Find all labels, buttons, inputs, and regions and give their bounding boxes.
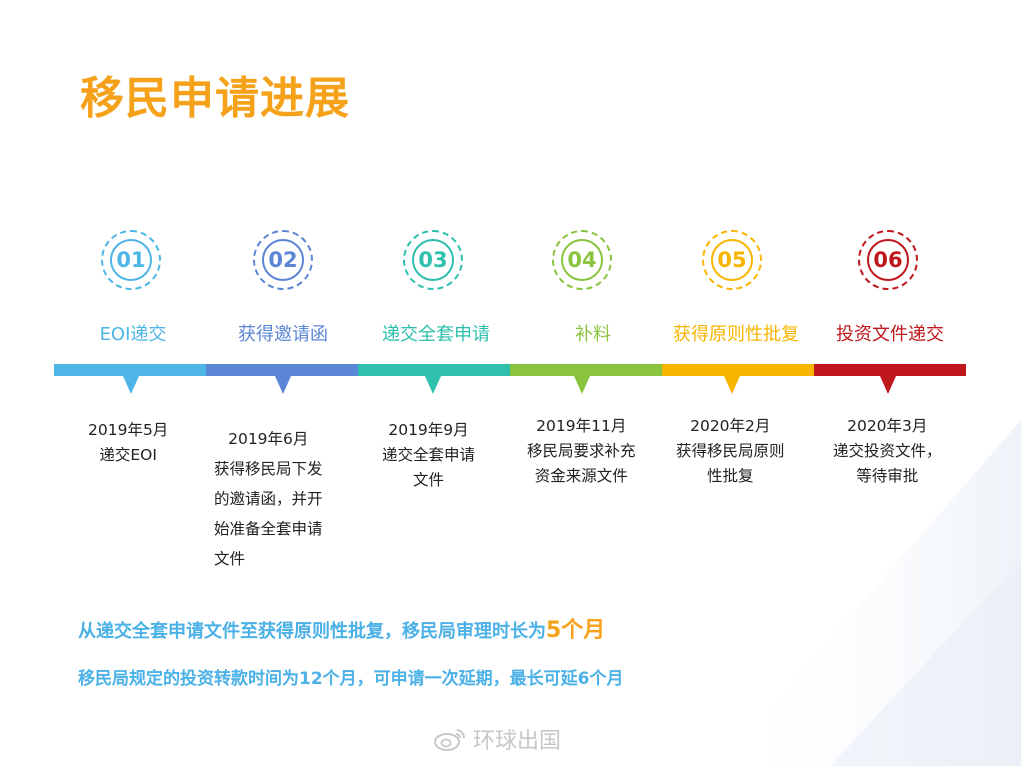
timeline-segment-03 (358, 364, 510, 376)
timeline-segment-05 (662, 364, 814, 376)
step-label: 补料 (575, 324, 611, 345)
step-badge-06: 06 (858, 230, 918, 290)
description-line: 的邀请函，并开 (214, 490, 323, 508)
step-number: 04 (561, 239, 603, 281)
timeline-segment-01 (54, 364, 206, 376)
step-badge-04: 04 (552, 230, 612, 290)
description-line: 2020年3月 (847, 417, 928, 435)
step-description: 2020年3月递交投资文件， 等待审批 (833, 414, 942, 489)
description-line: 等待审批 (856, 467, 919, 485)
step-description: 2019年9月递交全套申请文件 (382, 418, 475, 493)
review-duration-text: 从递交全套申请文件至获得原则性批复，移民局审理时长为 (78, 621, 546, 642)
description-line: 获得移民局原则 (676, 442, 785, 460)
description-line: 移民局要求补充 (527, 442, 636, 460)
step-description: 2019年5月递交EOI (88, 418, 168, 468)
description-line: 2019年9月 (388, 421, 469, 439)
step-badge-05: 05 (702, 230, 762, 290)
step-badge-03: 03 (403, 230, 463, 290)
step-label: 获得邀请函 (238, 324, 328, 345)
description-line: 2019年6月 (228, 430, 309, 448)
timeline-pointer-01 (123, 376, 139, 394)
description-line: 文件 (214, 550, 246, 568)
timeline-segment-04 (510, 364, 662, 376)
watermark: 环球出国 (433, 723, 561, 755)
step-label: 获得原则性批复 (673, 324, 799, 345)
description-line: 递交EOI (99, 446, 157, 464)
description-line: 2019年11月 (536, 417, 627, 435)
description-line: 2019年5月 (88, 421, 169, 439)
step-label: 递交全套申请 (382, 324, 490, 345)
description-line: 性批复 (707, 467, 754, 485)
step-description: 2020年2月获得移民局原则性批复 (676, 414, 785, 489)
timeline-pointer-02 (275, 376, 291, 394)
description-line: 文件 (413, 471, 445, 489)
description-line: 2020年2月 (690, 417, 771, 435)
step-number: 01 (110, 239, 152, 281)
timeline-pointer-03 (425, 376, 441, 394)
step-number: 02 (262, 239, 304, 281)
review-duration-highlight: 5个月 (546, 618, 606, 643)
page-title: 移民申请进展 (80, 73, 350, 124)
step-label: 投资文件递交 (836, 324, 944, 345)
step-description: 2019年11月移民局要求补充资金来源文件 (527, 414, 636, 489)
step-number: 06 (867, 239, 909, 281)
watermark-text: 环球出国 (473, 729, 562, 754)
timeline-pointer-05 (724, 376, 740, 394)
description-line: 递交投资文件， (833, 442, 942, 460)
description-line: 递交全套申请 (382, 446, 476, 464)
step-badge-01: 01 (101, 230, 161, 290)
description-line: 始准备全套申请 (214, 520, 323, 538)
step-number: 05 (711, 239, 753, 281)
timeline-pointer-06 (880, 376, 896, 394)
step-description: 2019年6月获得移民局下发的邀请函，并开始准备全套申请文件 (214, 424, 323, 574)
step-badge-02: 02 (253, 230, 313, 290)
description-line: 获得移民局下发 (214, 460, 323, 478)
transfer-period-note: 移民局规定的投资转款时间为12个月，可申请一次延期，最长可延6个月 (78, 669, 624, 689)
step-label: EOI递交 (99, 324, 167, 345)
timeline-segment-06 (814, 364, 966, 376)
step-number: 03 (412, 239, 454, 281)
description-line: 资金来源文件 (534, 467, 628, 485)
review-duration-note: 从递交全套申请文件至获得原则性批复，移民局审理时长为5个月 (78, 612, 605, 644)
weibo-icon (434, 729, 466, 751)
timeline-pointer-04 (574, 376, 590, 394)
timeline-segment-02 (206, 364, 358, 376)
